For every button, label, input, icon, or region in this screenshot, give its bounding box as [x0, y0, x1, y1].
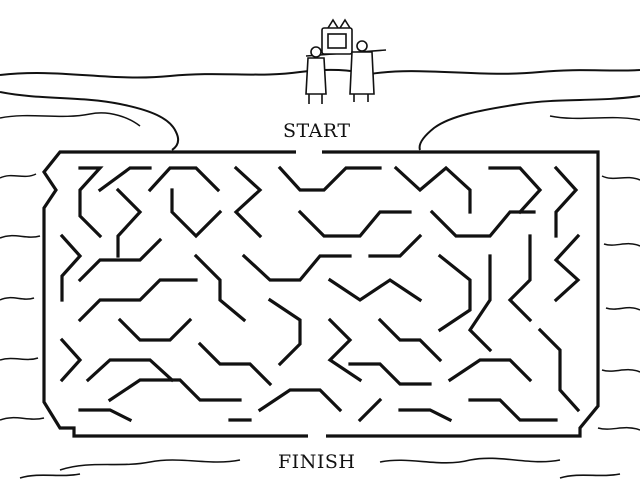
left-sea-wall — [0, 91, 180, 421]
bottom-waves — [19, 457, 621, 479]
horizon-line — [0, 68, 640, 79]
maze-walls — [59, 165, 581, 423]
finish-label: FINISH — [278, 451, 356, 473]
maze-boundary — [42, 150, 600, 438]
right-sea-wall — [418, 95, 640, 431]
start-label: START — [283, 120, 351, 142]
ark-bearers-illustration — [305, 18, 387, 104]
